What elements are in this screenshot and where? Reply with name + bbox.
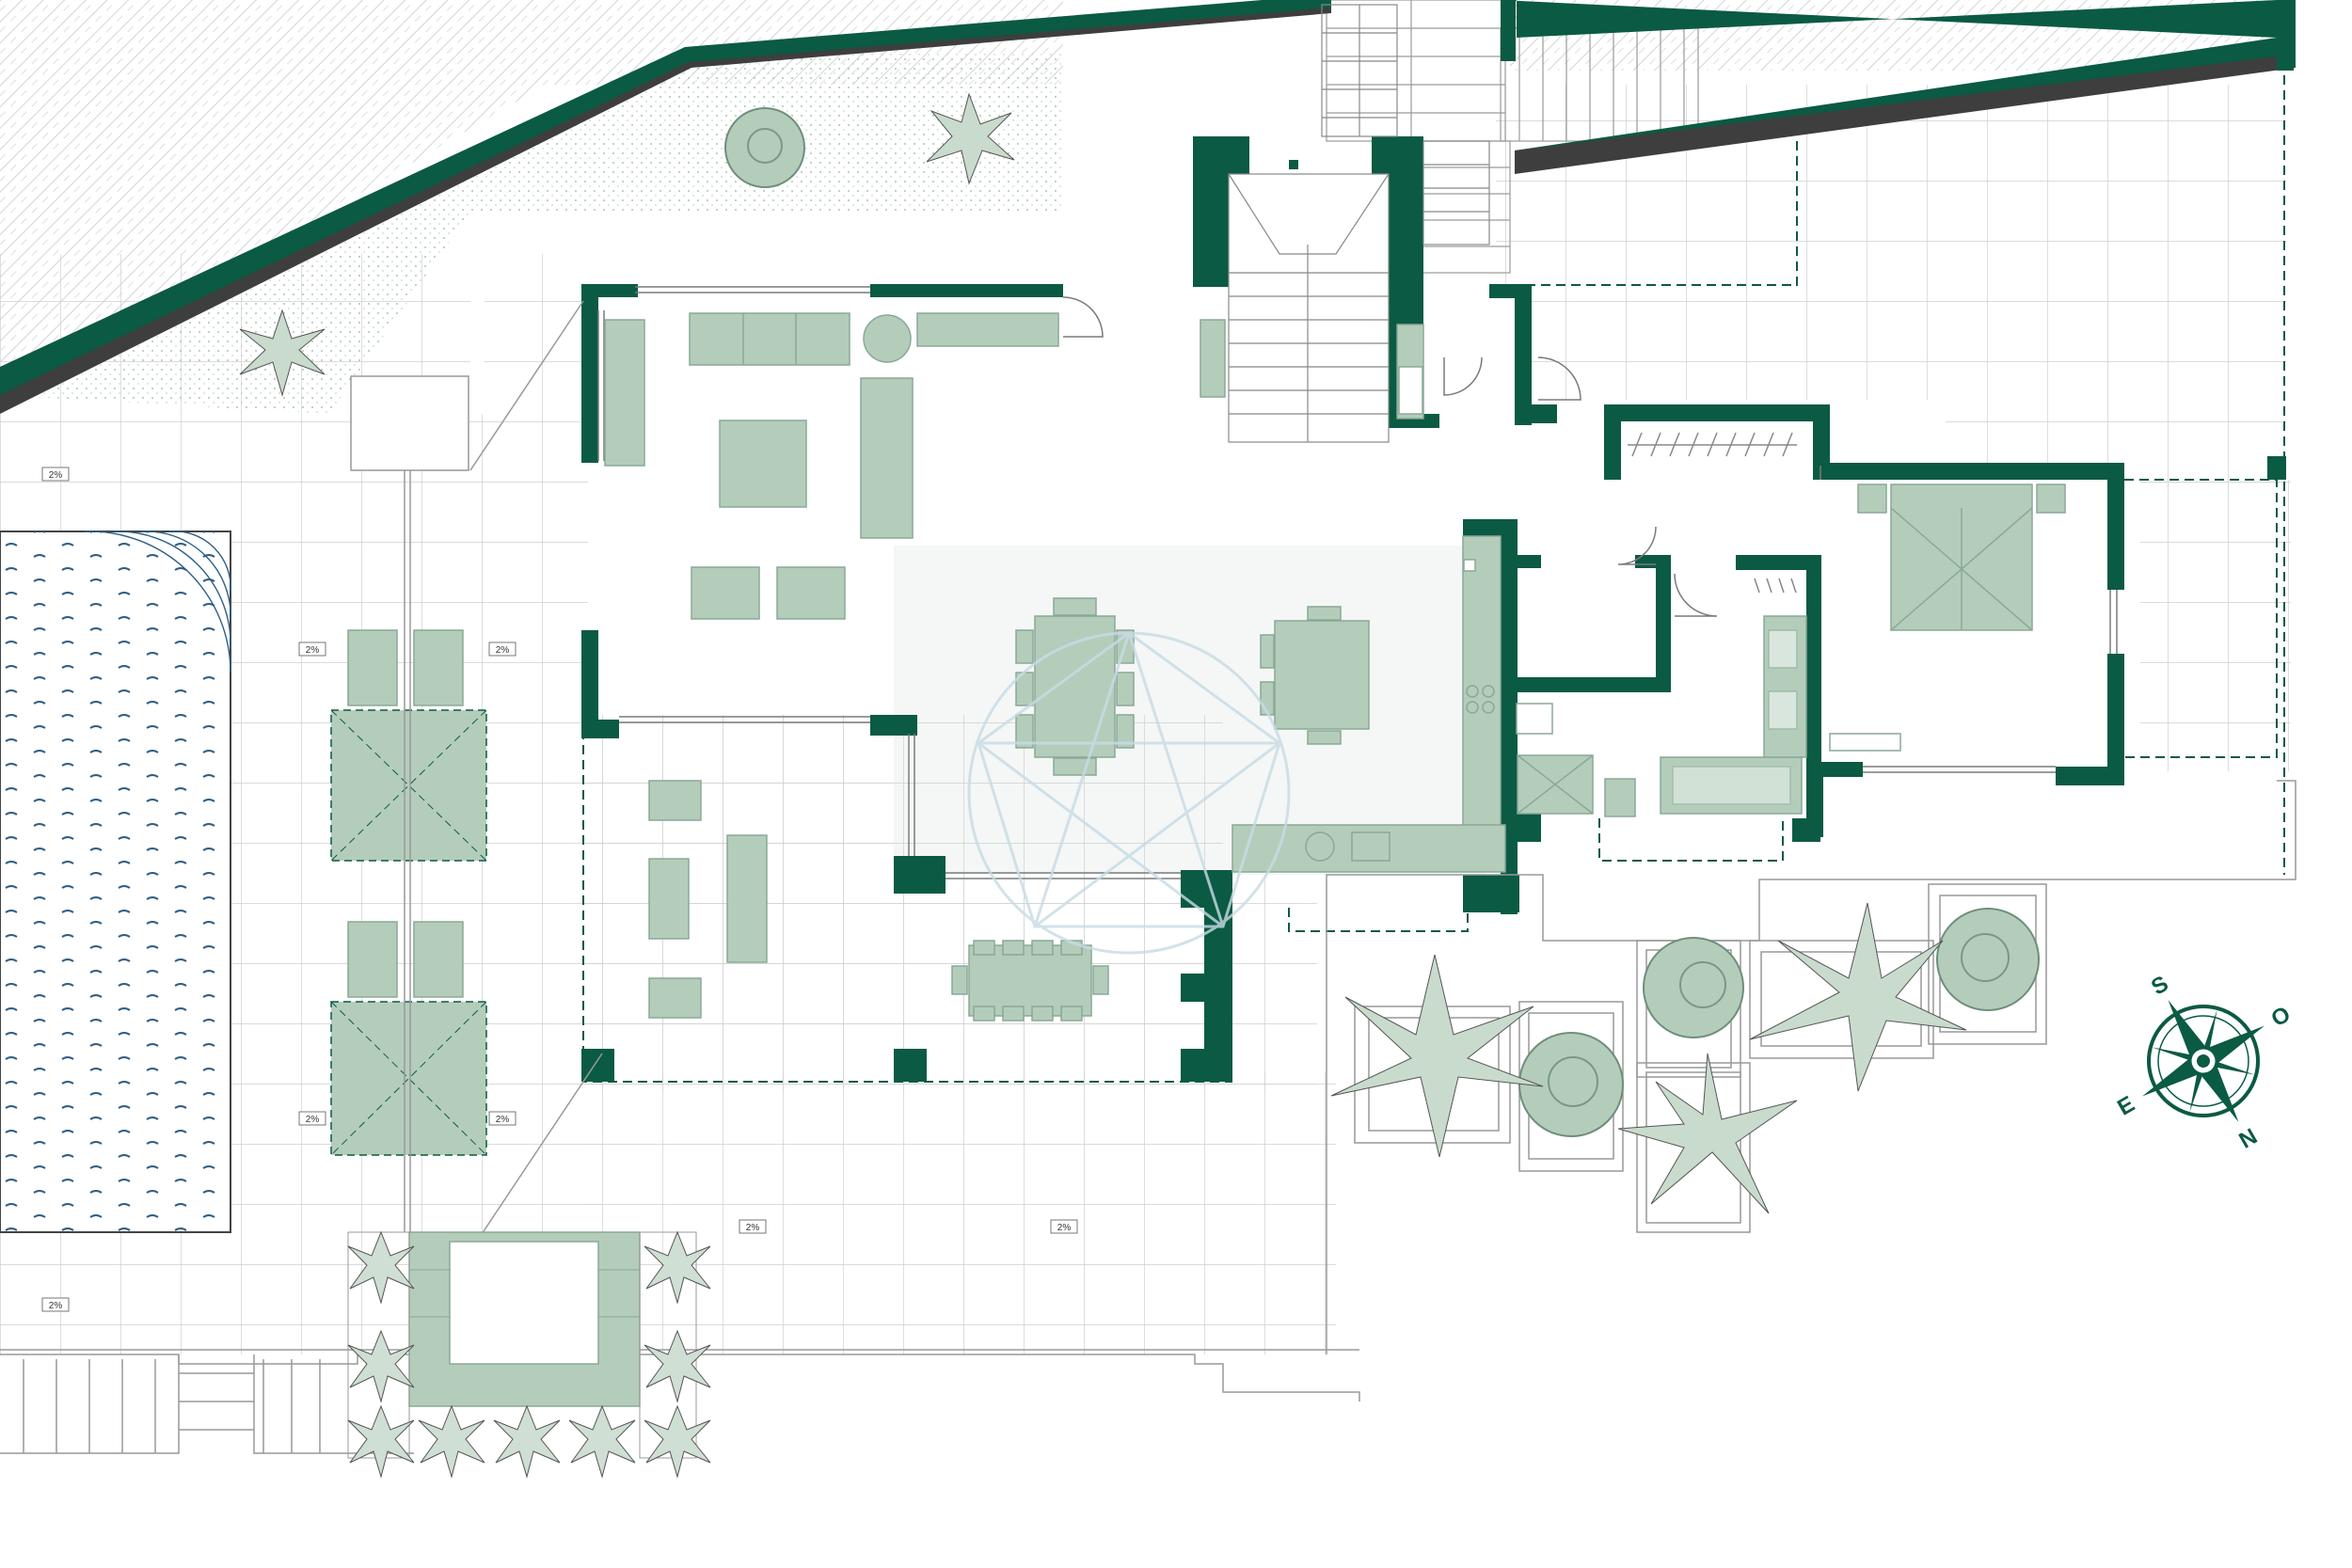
svg-text:2%: 2% xyxy=(306,1115,320,1125)
compass-rose: S N E O xyxy=(2113,971,2296,1154)
sofa xyxy=(689,312,850,366)
parasols xyxy=(330,709,487,1156)
slope-marker: 2% xyxy=(739,1219,767,1234)
washbasin xyxy=(1516,703,1553,735)
bedroom-bath-fixtures xyxy=(1396,324,2066,817)
slope-marker: 2% xyxy=(298,641,326,657)
svg-text:2%: 2% xyxy=(306,645,320,656)
svg-text:2%: 2% xyxy=(746,1223,760,1233)
svg-text:2%: 2% xyxy=(496,1115,510,1125)
dresser xyxy=(1829,733,1901,752)
slope-marker: 2% xyxy=(488,1111,516,1126)
dining-table xyxy=(1034,615,1116,758)
slope-marker: 2% xyxy=(41,1297,70,1312)
windows xyxy=(597,286,2118,879)
stair-bench xyxy=(1200,319,1226,398)
side-table xyxy=(863,314,912,363)
small-palms xyxy=(347,1230,711,1479)
slope-marker: 2% xyxy=(298,1111,326,1126)
toilet xyxy=(1604,778,1636,817)
shrubs xyxy=(724,107,2040,1137)
column xyxy=(2267,456,2286,480)
kitchen-table xyxy=(1274,620,1370,730)
compass-west: O xyxy=(2267,1002,2296,1033)
compass-south: S xyxy=(2147,971,2172,1000)
svg-text:2%: 2% xyxy=(49,470,63,481)
svg-text:2%: 2% xyxy=(1057,1223,1072,1233)
armchair xyxy=(776,566,846,620)
pergola-post xyxy=(350,375,469,1232)
swimming-pool xyxy=(0,531,231,1233)
slope-marker: 2% xyxy=(41,467,70,482)
slope-marker: 2% xyxy=(1050,1219,1078,1234)
planter-bench xyxy=(347,1231,697,1459)
fireplace-unit xyxy=(604,319,645,467)
compass-north: N xyxy=(2234,1124,2262,1154)
coffee-table xyxy=(719,420,807,508)
slope-marker: 2% xyxy=(488,641,516,657)
compass-east: E xyxy=(2113,1091,2138,1120)
palms xyxy=(239,92,1967,1214)
watermark-logo xyxy=(967,631,1291,955)
slope-labels: 2% 2% 2% 2% 2% 2% 2% 2% 2% xyxy=(41,467,1078,1312)
bedroom-terrace xyxy=(2124,479,2278,758)
svg-text:2%: 2% xyxy=(496,645,510,656)
sofa-right xyxy=(860,377,914,539)
svg-text:2%: 2% xyxy=(49,1301,63,1311)
porch-dining-table xyxy=(968,944,1092,1017)
pool-loungers xyxy=(347,629,464,998)
living-furniture xyxy=(604,312,1506,1022)
armchair xyxy=(691,566,760,620)
bathtub xyxy=(1660,756,1803,815)
main-staircase xyxy=(1228,4,1490,443)
sideboard xyxy=(916,312,1059,347)
wardrobes xyxy=(1628,432,1797,594)
